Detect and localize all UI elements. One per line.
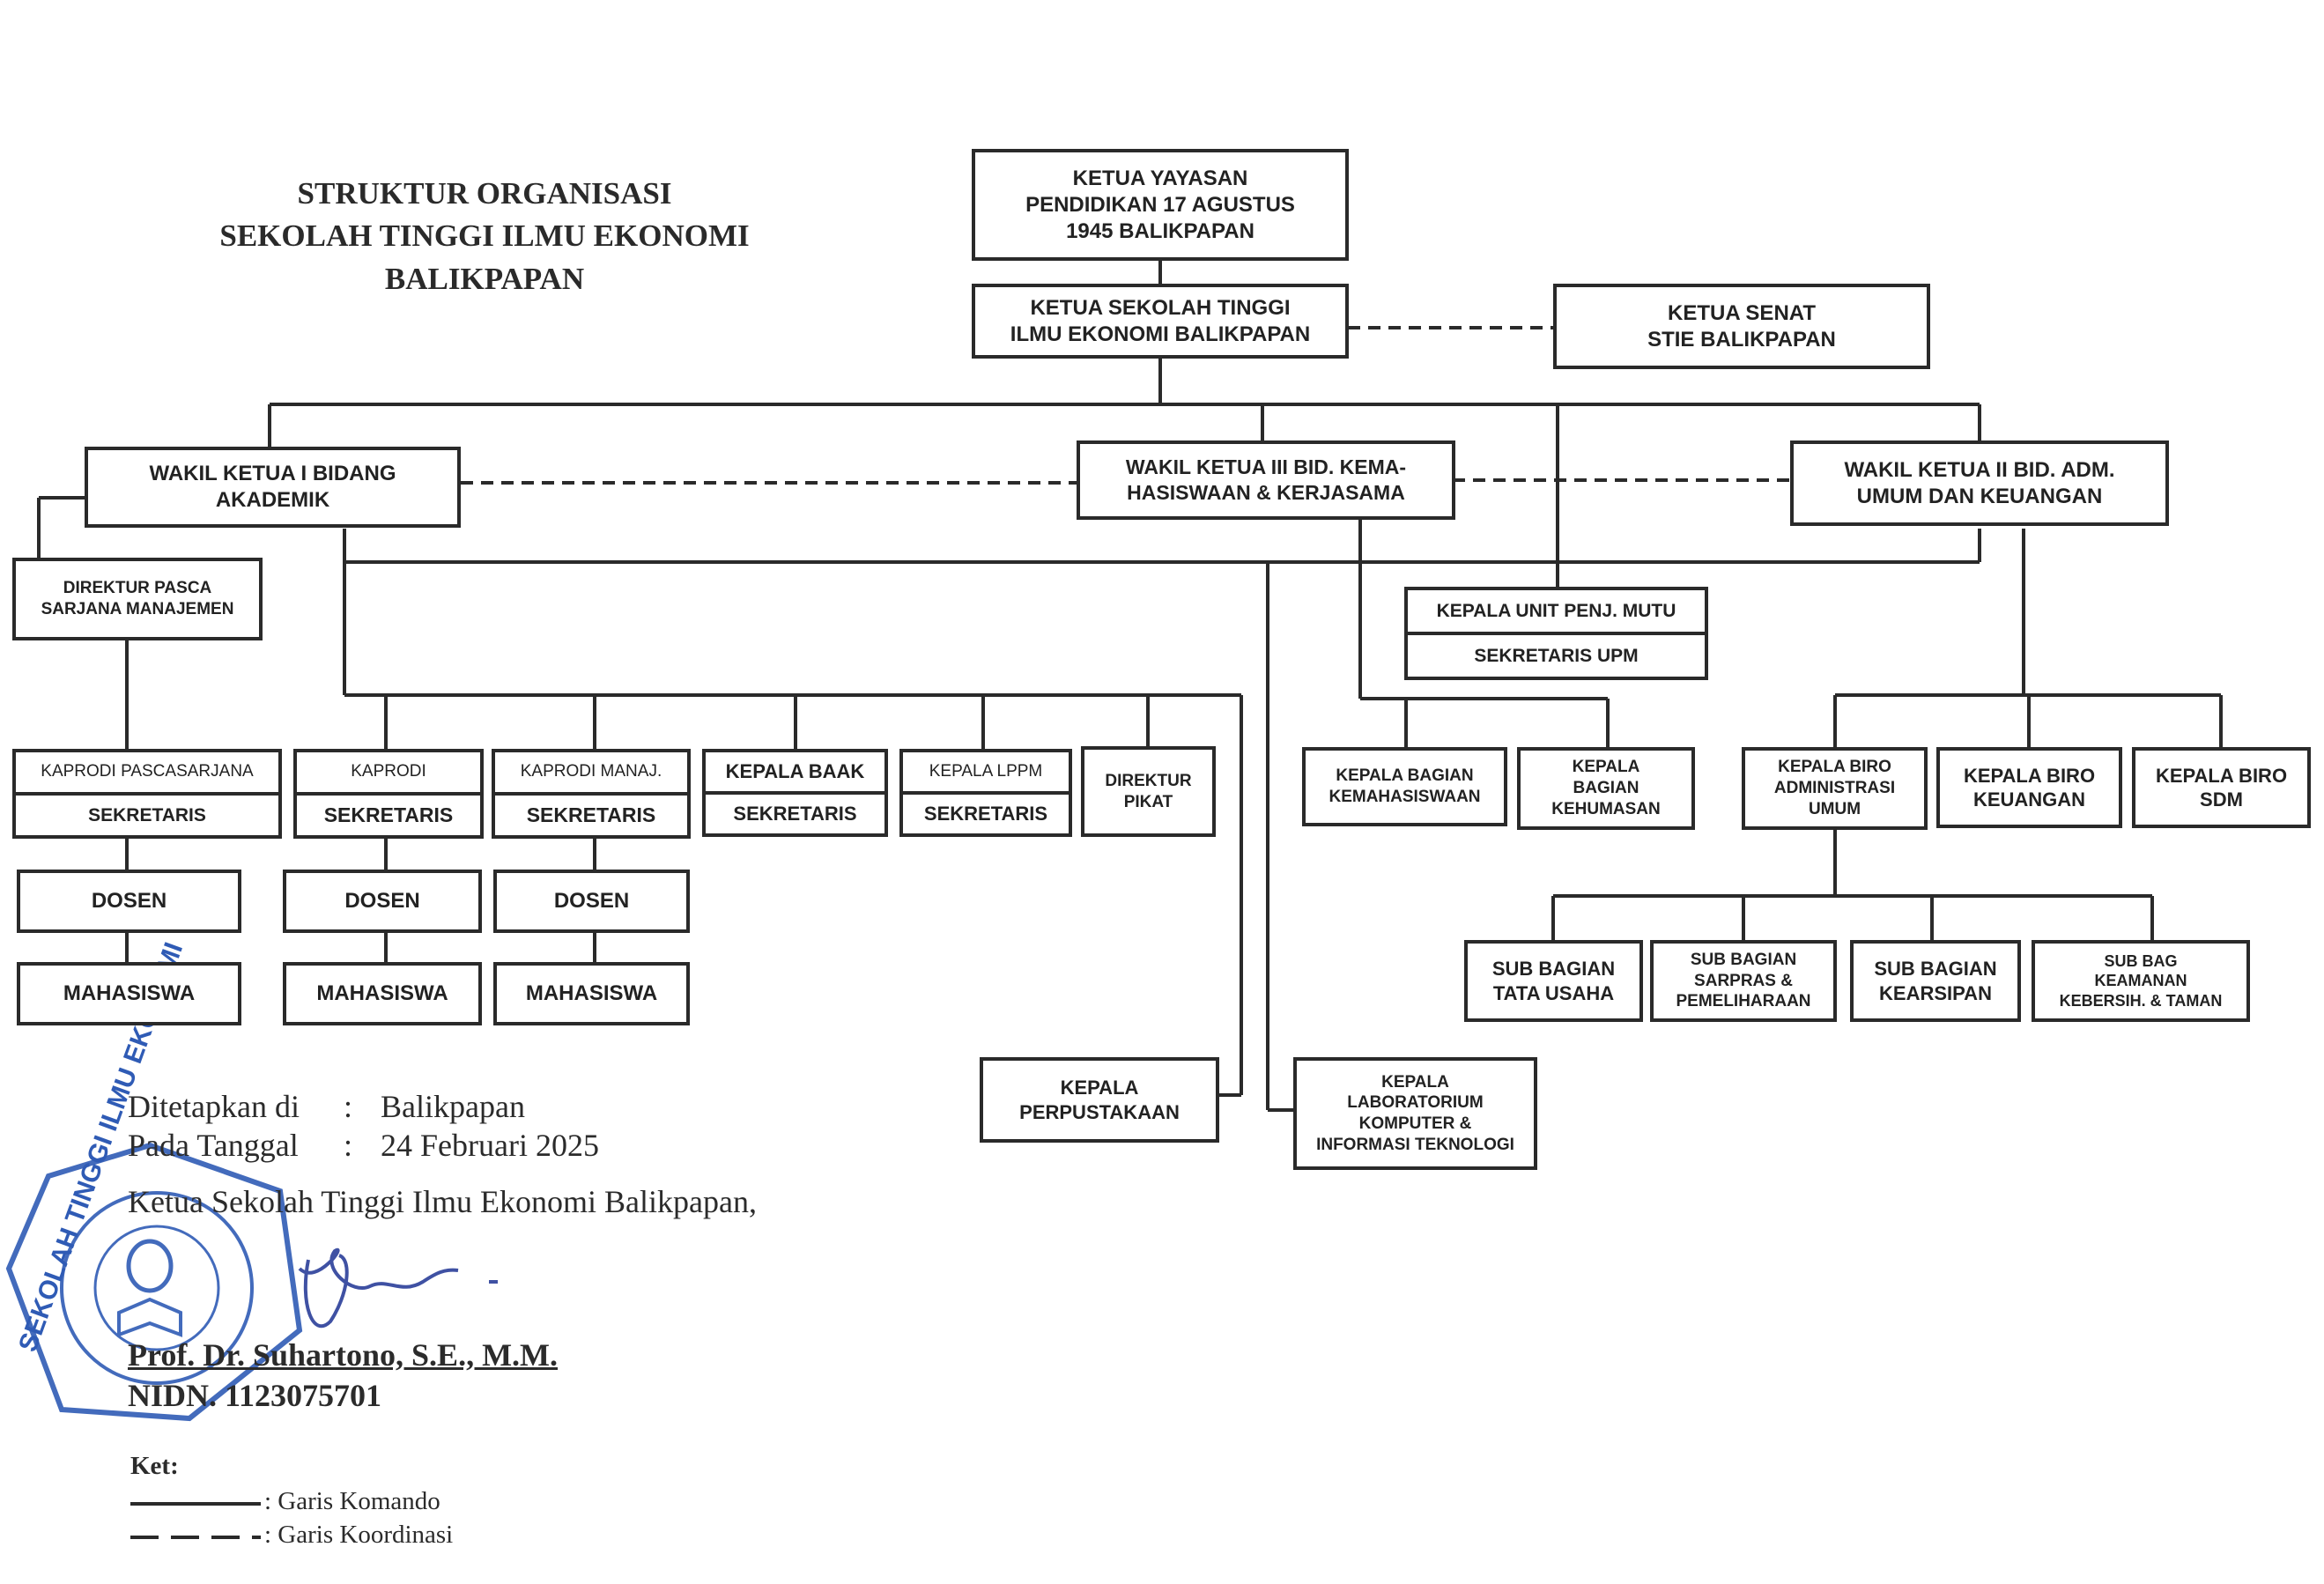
wakil-ketua-2-box: WAKIL KETUA II BID. ADM. UMUM DAN KEUANG… [1790, 440, 2169, 526]
ketua-senat-label: KETUA SENAT STIE BALIKPAPAN [1647, 300, 1836, 352]
legend-koordinasi: : Garis Koordinasi [264, 1521, 454, 1549]
ditetapkan-value: Balikpapan [381, 1089, 525, 1124]
mahasiswa-box-2: MAHASISWA [283, 962, 482, 1025]
sub-keamanan-box: SUB BAG KEAMANAN KEBERSIH. & TAMAN [2032, 940, 2250, 1022]
dosen-box-2: DOSEN [283, 870, 482, 933]
title-line-1: STRUKTUR ORGANISASI [297, 176, 672, 211]
kaprodi-secretary: SEKRETARIS [297, 792, 480, 835]
laboratorium-box: KEPALA LABORATORIUM KOMPUTER & INFORMASI… [1293, 1057, 1537, 1170]
sub-tata-usaha-label: SUB BAGIAN TATA USAHA [1491, 958, 1616, 1004]
ketua-stie-box: KETUA SEKOLAH TINGGI ILMU EKONOMI BALIKP… [972, 284, 1349, 359]
kemahasiswaan-label: KEPALA BAGIAN KEMAHASISWAAN [1329, 766, 1481, 806]
perpustakaan-label: KEPALA PERPUSTAKAAN [1019, 1077, 1180, 1123]
tanggal-colon: : [344, 1128, 353, 1163]
kaprodi-pascasarjana-secretary: SEKRETARIS [16, 792, 278, 835]
wakil-ketua-1-box: WAKIL KETUA I BIDANG AKADEMIK [85, 447, 461, 528]
ketua-stie-label: KETUA SEKOLAH TINGGI ILMU EKONOMI BALIKP… [1010, 295, 1311, 346]
wakil-ketua-3-box: WAKIL KETUA III BID. KEMA- HASISWAAN & K… [1077, 440, 1455, 520]
kepala-lppm-box: KEPALA LPPM SEKRETARIS [899, 749, 1072, 837]
kehumasan-box: KEPALA BAGIAN KEHUMASAN [1517, 747, 1695, 830]
sub-sarpras-label: SUB BAGIAN SARPRAS & PEMELIHARAAN [1676, 950, 1811, 1011]
kemahasiswaan-box: KEPALA BAGIAN KEMAHASISWAAN [1302, 747, 1507, 826]
kaprodi-box: KAPRODI SEKRETARIS [293, 749, 484, 839]
ditetapkan-colon: : [344, 1089, 353, 1124]
wakil-ketua-2-label: WAKIL KETUA II BID. ADM. UMUM DAN KEUANG… [1844, 457, 2115, 508]
title-line-3: BALIKPAPAN [384, 261, 585, 296]
biro-administrasi-label: KEPALA BIRO ADMINISTRASI UMUM [1773, 758, 1896, 818]
dosen-box-1: DOSEN [17, 870, 241, 933]
mahasiswa-label-3: MAHASISWA [525, 981, 658, 1005]
ketua-senat-box: KETUA SENAT STIE BALIKPAPAN [1553, 284, 1930, 369]
biro-sdm-label: KEPALA BIRO SDM [2155, 764, 2288, 811]
mahasiswa-label-2: MAHASISWA [316, 981, 448, 1005]
mahasiswa-box-1: MAHASISWA [17, 962, 241, 1025]
tanggal-label: Pada Tanggal [128, 1128, 299, 1163]
dosen-label-1: DOSEN [91, 889, 167, 913]
legend-komando: : Garis Komando [264, 1487, 440, 1515]
kaprodi-manajemen-secretary: SEKRETARIS [495, 792, 687, 835]
dosen-label-2: DOSEN [344, 889, 420, 913]
direktur-pasca-box: DIREKTUR PASCA SARJANA MANAJEMEN [12, 558, 263, 640]
kaprodi-manajemen-head: KAPRODI MANAJ. [520, 762, 662, 781]
kaprodi-pascasarjana-box: KAPRODI PASCASARJANA SEKRETARIS [12, 749, 282, 839]
kaprodi-manajemen-box: KAPRODI MANAJ. SEKRETARIS [492, 749, 691, 839]
chart-title: STRUKTUR ORGANISASI SEKOLAH TINGGI ILMU … [132, 173, 837, 300]
signer-role: Ketua Sekolah Tinggi Ilmu Ekonomi Balikp… [128, 1184, 757, 1219]
biro-keuangan-box: KEPALA BIRO KEUANGAN [1936, 747, 2122, 828]
unit-mutu-box: KEPALA UNIT PENJ. MUTU SEKRETARIS UPM [1404, 587, 1708, 680]
title-line-2: SEKOLAH TINGGI ILMU EKONOMI [219, 218, 750, 254]
mahasiswa-box-3: MAHASISWA [493, 962, 690, 1025]
kehumasan-label: KEPALA BAGIAN KEHUMASAN [1551, 758, 1661, 818]
ditetapkan-row: Ditetapkan di [128, 1088, 300, 1125]
direktur-pasca-label: DIREKTUR PASCA SARJANA MANAJEMEN [41, 579, 234, 618]
sub-kearsipan-label: SUB BAGIAN KEARSIPAN [1874, 958, 1997, 1004]
wakil-ketua-1-label: WAKIL KETUA I BIDANG AKADEMIK [149, 462, 396, 512]
kepala-lppm-secretary: SEKRETARIS [903, 791, 1069, 833]
biro-sdm-box: KEPALA BIRO SDM [2132, 747, 2311, 828]
legend-title: Ket: [130, 1452, 179, 1480]
signer-nidn: NIDN. 1123075701 [128, 1378, 382, 1413]
kaprodi-head: KAPRODI [351, 762, 426, 781]
ketua-yayasan-label: KETUA YAYASAN PENDIDIKAN 17 AGUSTUS 1945… [1025, 166, 1295, 243]
kepala-baak-head: KEPALA BAAK [725, 759, 865, 782]
signer-name: Prof. Dr. Suhartono, S.E., M.M. [128, 1337, 559, 1373]
tanggal-value: 24 Februari 2025 [381, 1128, 599, 1163]
sub-kearsipan-box: SUB BAGIAN KEARSIPAN [1850, 940, 2021, 1022]
stamp-seal [5, 1142, 498, 1422]
kepala-baak-secretary: SEKRETARIS [706, 791, 884, 833]
direktur-pikat-box: DIREKTUR PIKAT [1081, 746, 1216, 837]
dosen-box-3: DOSEN [493, 870, 690, 933]
dosen-label-3: DOSEN [553, 889, 630, 913]
unit-mutu-head: KEPALA UNIT PENJ. MUTU [1436, 600, 1676, 621]
direktur-pikat-label: DIREKTUR PIKAT [1105, 771, 1192, 811]
kepala-baak-box: KEPALA BAAK SEKRETARIS [702, 749, 888, 837]
sub-sarpras-box: SUB BAGIAN SARPRAS & PEMELIHARAAN [1650, 940, 1837, 1022]
biro-keuangan-label: KEPALA BIRO KEUANGAN [1963, 764, 2096, 811]
ketua-yayasan-box: KETUA YAYASAN PENDIDIKAN 17 AGUSTUS 1945… [972, 149, 1349, 261]
wakil-ketua-3-label: WAKIL KETUA III BID. KEMA- HASISWAAN & K… [1125, 455, 1407, 504]
perpustakaan-box: KEPALA PERPUSTAKAAN [980, 1057, 1219, 1143]
sub-keamanan-label: SUB BAG KEAMANAN KEBERSIH. & TAMAN [2059, 951, 2223, 1010]
kaprodi-pascasarjana-head: KAPRODI PASCASARJANA [41, 762, 254, 781]
sub-tata-usaha-box: SUB BAGIAN TATA USAHA [1464, 940, 1643, 1022]
laboratorium-label: KEPALA LABORATORIUM KOMPUTER & INFORMASI… [1316, 1072, 1514, 1154]
kepala-lppm-head: KEPALA LPPM [929, 761, 1043, 781]
mahasiswa-label-1: MAHASISWA [63, 981, 196, 1005]
biro-administrasi-box: KEPALA BIRO ADMINISTRASI UMUM [1742, 747, 1928, 830]
unit-mutu-secretary: SEKRETARIS UPM [1408, 632, 1705, 677]
ditetapkan-label: Ditetapkan di [128, 1089, 300, 1124]
